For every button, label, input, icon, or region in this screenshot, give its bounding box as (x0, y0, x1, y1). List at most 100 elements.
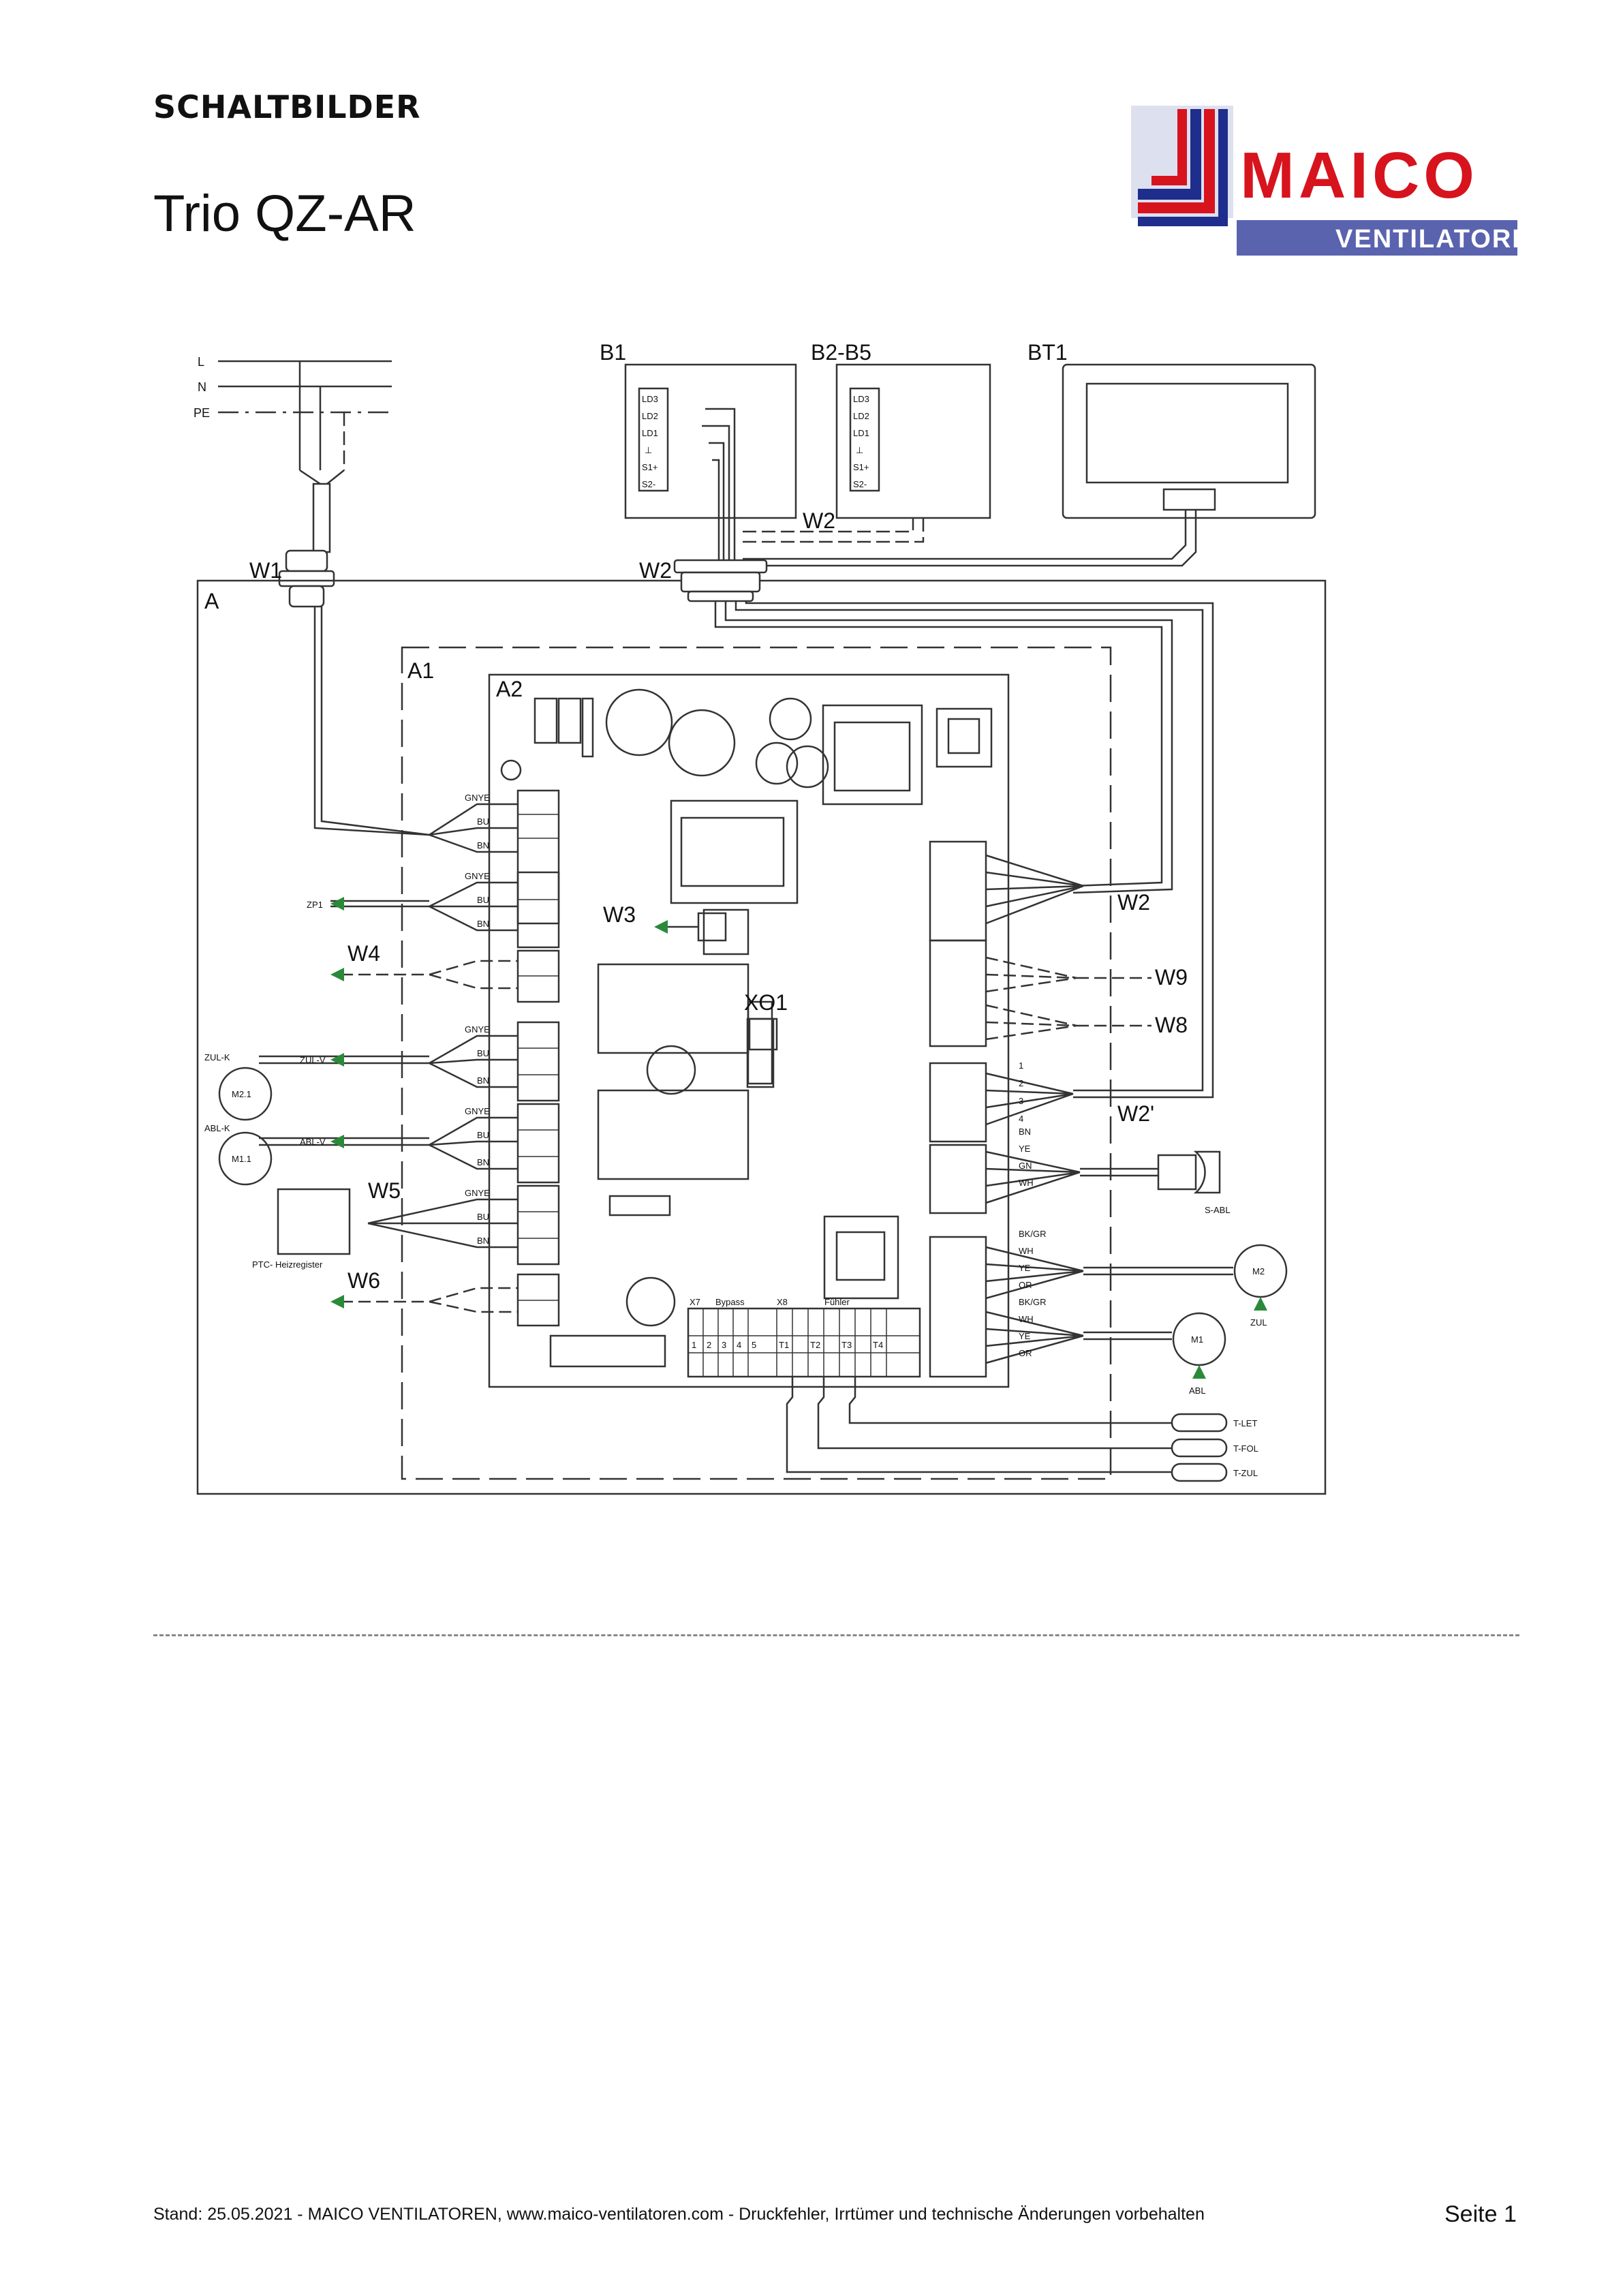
section-label: SCHALTBILDER (153, 89, 421, 125)
bottom-label-x8: X8 (777, 1297, 788, 1307)
label-zul-v: ZUL-V (300, 1055, 326, 1065)
sensor-wire-bn: BN (1019, 1127, 1031, 1137)
sensor-wire-wh: WH (1019, 1178, 1034, 1188)
motor2-wire-wh: WH (1019, 1246, 1034, 1256)
motor1-wire-or: OR (1019, 1348, 1032, 1358)
label-s-abl: S-ABL (1205, 1205, 1231, 1215)
bottom-num-t1: T1 (779, 1340, 789, 1350)
bottom-num-t4: T4 (873, 1340, 883, 1350)
label-b2b5: B2-B5 (811, 340, 871, 365)
b2-s2: S2- (853, 479, 867, 489)
bottom-num-1: 1 (692, 1340, 696, 1350)
label-zul: ZUL (1250, 1317, 1267, 1328)
label-w2-right: W2 (1117, 890, 1150, 915)
label-b1: B1 (600, 340, 626, 365)
bottom-label-bypass: Bypass (715, 1297, 745, 1307)
wire-bu-3: BU (477, 1048, 489, 1058)
b1-ld1: LD1 (642, 428, 658, 438)
b2-ld3: LD3 (853, 394, 869, 404)
section-divider (153, 1634, 1519, 1636)
motor1-wire-ye: YE (1019, 1331, 1031, 1341)
label-a1: A1 (407, 658, 434, 683)
wire-bu-5: BU (477, 1212, 489, 1222)
wire-gnye-5: GNYE (465, 1188, 490, 1198)
b2-ld2: LD2 (853, 411, 869, 421)
motor2-wire-bkgr: BK/GR (1019, 1229, 1046, 1239)
motor2-wire-ye: YE (1019, 1263, 1031, 1273)
wire-bn-2: BN (477, 919, 489, 929)
label-m2: M2 (1252, 1266, 1265, 1276)
b2-s1: S1+ (853, 462, 869, 472)
wiring-diagram: L N PE B1 B2-B5 BT1 W1 W2 W2 A A1 A2 XO1… (194, 340, 1327, 1495)
wire-bu-2: BU (477, 895, 489, 905)
wire-gnye-4: GNYE (465, 1106, 490, 1116)
temp-t-zul: T-ZUL (1233, 1468, 1258, 1478)
label-m1: M1 (1191, 1334, 1203, 1345)
wire-gnye-1: GNYE (465, 793, 490, 803)
label-a2: A2 (496, 677, 523, 701)
label-w2-top: W2 (803, 508, 835, 533)
label-m21: M2.1 (232, 1089, 251, 1099)
sensor-wire-gn: GN (1019, 1161, 1032, 1171)
bottom-num-5: 5 (752, 1340, 756, 1350)
bottom-num-4: 4 (737, 1340, 741, 1350)
label-ptc: PTC- Heizregister (252, 1259, 323, 1270)
label-w2-prime: W2' (1117, 1101, 1154, 1126)
wire-gnye-2: GNYE (465, 871, 490, 881)
label-zul-k: ZUL-K (204, 1052, 230, 1062)
bottom-label-x7: X7 (690, 1297, 700, 1307)
logo-brand: MAICO (1240, 139, 1479, 212)
right-num-2: 2 (1019, 1078, 1023, 1088)
wire-bn-1: BN (477, 840, 489, 851)
sensor-wire-ye: YE (1019, 1144, 1031, 1154)
label-w6: W6 (347, 1268, 380, 1293)
logo-subtitle: VENTILATOREN (1335, 225, 1519, 254)
label-w3: W3 (603, 902, 636, 927)
mains-pe: PE (194, 406, 210, 420)
footer-text: Stand: 25.05.2021 - MAICO VENTILATOREN, … (153, 2205, 1205, 2224)
label-w2-gland: W2 (639, 558, 672, 583)
label-w4: W4 (347, 941, 380, 966)
b1-gnd: ⊥ (645, 445, 652, 455)
wire-bn-5: BN (477, 1236, 489, 1246)
label-abl-k: ABL-K (204, 1123, 230, 1133)
b1-ld2: LD2 (642, 411, 658, 421)
b1-s1: S1+ (642, 462, 658, 472)
right-num-3: 3 (1019, 1096, 1023, 1106)
label-abl: ABL (1189, 1386, 1206, 1396)
right-num-4: 4 (1019, 1114, 1023, 1124)
bottom-num-3: 3 (722, 1340, 726, 1350)
bottom-num-2: 2 (707, 1340, 711, 1350)
label-zp1: ZP1 (307, 900, 323, 910)
wire-bu-1: BU (477, 816, 489, 827)
temp-t-let: T-LET (1233, 1418, 1257, 1428)
temp-t-fol: T-FOL (1233, 1443, 1258, 1454)
label-w1: W1 (249, 558, 282, 583)
label-a: A (204, 589, 219, 613)
label-xo1: XO1 (744, 990, 788, 1015)
right-num-1: 1 (1019, 1060, 1023, 1071)
bottom-num-t2: T2 (810, 1340, 820, 1350)
mains-n: N (198, 380, 206, 394)
label-m11: M1.1 (232, 1154, 251, 1164)
motor1-wire-wh: WH (1019, 1314, 1034, 1324)
b2-ld1: LD1 (853, 428, 869, 438)
label-abl-v: ABL-V (300, 1137, 326, 1147)
mains-l: L (198, 355, 204, 369)
label-w8: W8 (1155, 1013, 1188, 1037)
b1-ld3: LD3 (642, 394, 658, 404)
wire-bn-3: BN (477, 1075, 489, 1086)
page-number: Seite 1 (1444, 2201, 1517, 2227)
maico-logo: MAICO VENTILATOREN (1131, 106, 1519, 256)
page-title: Trio QZ-AR (153, 185, 416, 243)
wire-bn-4: BN (477, 1157, 489, 1167)
bottom-num-t3: T3 (841, 1340, 852, 1350)
wire-gnye-3: GNYE (465, 1024, 490, 1035)
label-w9: W9 (1155, 965, 1188, 990)
motor1-wire-bkgr: BK/GR (1019, 1297, 1046, 1307)
motor2-wire-or: OR (1019, 1280, 1032, 1290)
bottom-label-fuehler: Fühler (824, 1297, 850, 1307)
b2-gnd: ⊥ (856, 445, 863, 455)
label-bt1: BT1 (1027, 340, 1068, 365)
wire-bu-4: BU (477, 1130, 489, 1140)
